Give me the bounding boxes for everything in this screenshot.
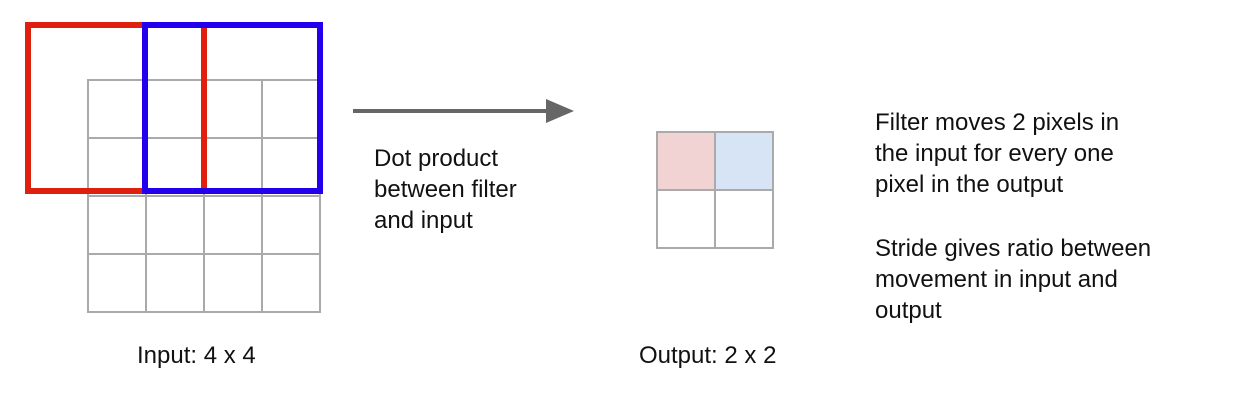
filter-windows — [25, 22, 323, 194]
input-caption: Input: 4 x 4 — [137, 342, 256, 369]
filter-movement-note: Filter moves 2 pixels in the input for e… — [875, 107, 1119, 200]
input-cell — [261, 79, 321, 139]
input-cell — [203, 253, 263, 313]
input-cell — [87, 253, 147, 313]
output-grid — [656, 131, 774, 249]
input-cell — [145, 195, 205, 255]
dot-product-caption-line: and input — [374, 207, 473, 234]
arrow — [353, 99, 574, 123]
output-cell-highlight — [657, 132, 715, 190]
input-cell — [203, 137, 263, 197]
dot-product-caption: Dot product between filter and input — [374, 143, 517, 236]
input-cell — [87, 195, 147, 255]
input-cell — [87, 137, 147, 197]
dot-product-caption-line: Dot product — [374, 145, 499, 172]
note-line: Filter moves 2 pixels in — [875, 109, 1120, 136]
output-cell — [656, 189, 716, 249]
input-cell — [87, 79, 147, 139]
output-cell-highlight — [715, 132, 773, 190]
input-cell — [261, 137, 321, 197]
red-filter — [25, 22, 207, 194]
note-line: movement in input and — [875, 266, 1118, 293]
input-cell — [145, 253, 205, 313]
note-line: Stride gives ratio between — [875, 235, 1152, 262]
input-cell — [261, 195, 321, 255]
dot-product-caption-line: between filter — [374, 176, 517, 203]
input-cell — [203, 79, 263, 139]
input-cell — [145, 137, 205, 197]
input-cell — [261, 253, 321, 313]
input-cell — [145, 79, 205, 139]
arrow-head — [546, 99, 574, 123]
output-cell — [714, 189, 774, 249]
input-grid — [87, 79, 321, 313]
output-caption: Output: 2 x 2 — [639, 342, 777, 369]
stride-ratio-note: Stride gives ratio between movement in i… — [875, 233, 1151, 326]
input-cell — [203, 195, 263, 255]
note-line: pixel in the output — [875, 171, 1064, 198]
blue-filter — [142, 22, 323, 194]
note-line: output — [875, 297, 942, 324]
note-line: the input for every one — [875, 140, 1114, 167]
